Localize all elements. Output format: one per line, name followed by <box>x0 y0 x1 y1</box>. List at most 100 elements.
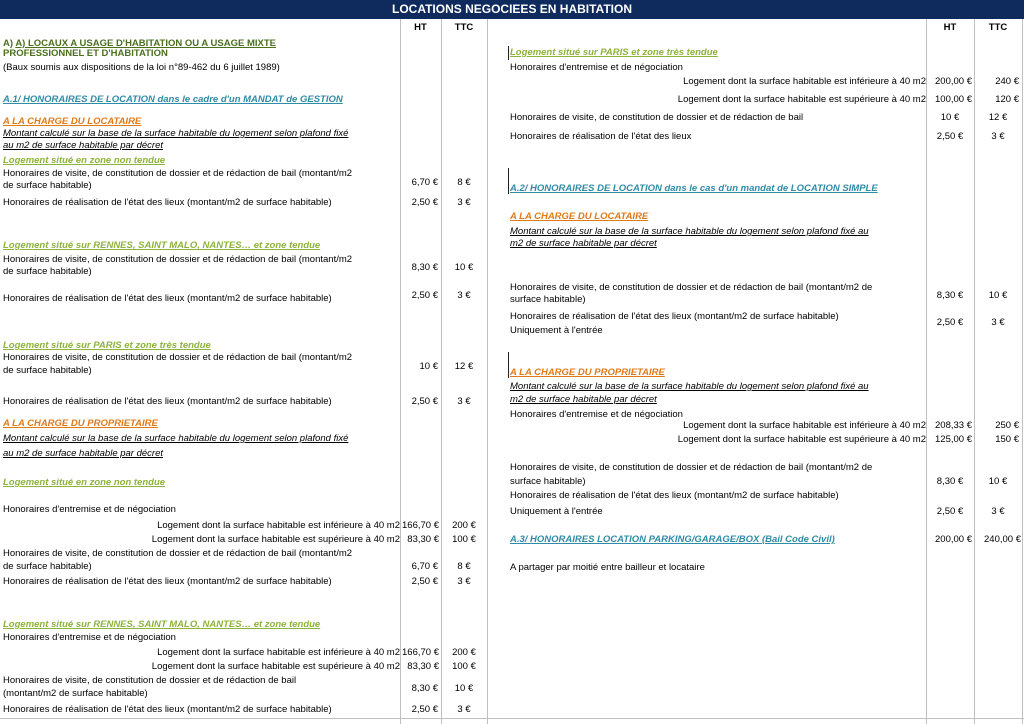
bottom-border <box>0 718 1024 719</box>
fee-label: de surface habitable) <box>3 180 92 191</box>
section-a3-title: A.3/ HONORAIRES LOCATION PARKING/GARAGE/… <box>510 534 835 545</box>
column-divider <box>441 19 442 724</box>
fee-ht: 125,00 € <box>935 434 972 445</box>
fee-label: Honoraires d'entremise et de négociation <box>3 632 176 643</box>
note-line: Montant calculé sur la base de la surfac… <box>3 433 349 444</box>
fee-ttc: 12 € <box>988 112 1008 123</box>
fee-ht: 2,50 € <box>936 317 964 328</box>
charge-proprietaire-heading: A LA CHARGE DU PROPRIETAIRE <box>3 418 158 429</box>
fee-ttc: 240,00 € <box>984 534 1021 545</box>
header-ttc: TTC <box>988 22 1008 33</box>
fee-ttc: 3 € <box>457 197 471 208</box>
fee-ht: 2,50 € <box>411 576 438 587</box>
column-divider <box>487 19 488 724</box>
fee-ttc: 12 € <box>454 361 474 372</box>
fee-ttc: 150 € <box>995 434 1019 445</box>
fee-ttc: 10 € <box>988 290 1008 301</box>
fee-label: A partager par moitié entre bailleur et … <box>510 562 705 573</box>
zone-heading: Logement situé sur RENNES, SAINT MALO, N… <box>3 240 321 251</box>
page-title-banner: LOCATIONS NEGOCIEES EN HABITATION <box>0 0 1024 19</box>
fee-ttc: 200 € <box>452 647 476 658</box>
fee-ht: 10 € <box>940 112 960 123</box>
cell-marker <box>508 352 509 378</box>
fee-label: (montant/m2 de surface habitable) <box>3 688 148 699</box>
fee-label: Honoraires de réalisation de l'état des … <box>3 396 332 407</box>
note-line: au m2 de surface habitable par décret <box>3 140 164 151</box>
fee-ht: 200,00 € <box>935 76 972 87</box>
fee-ttc: 10 € <box>454 262 474 273</box>
column-divider <box>974 19 975 724</box>
section-a1-title: A.1/ HONORAIRES DE LOCATION dans le cadr… <box>3 94 343 105</box>
note-line: Montant calculé sur la base de la surfac… <box>3 128 349 139</box>
fee-ht: 83,30 € <box>407 661 439 672</box>
fee-ttc: 120 € <box>995 94 1019 105</box>
fee-ttc: 240 € <box>995 76 1019 87</box>
zone-heading: Logement situé en zone non tendue <box>3 477 166 488</box>
fee-label: Logement dont la surface habitable est i… <box>157 520 400 531</box>
column-divider <box>926 19 927 724</box>
fee-label: Honoraires de réalisation de l'état des … <box>3 576 332 587</box>
fee-label: Honoraires de visite, de constitution de… <box>510 282 873 293</box>
law-reference: (Baux soumis aux dispositions de la loi … <box>3 62 280 73</box>
fee-ht: 8,30 € <box>936 476 964 487</box>
fee-label: Honoraires de visite, de constitution de… <box>3 352 353 363</box>
fee-ht: 166,70 € <box>402 520 439 531</box>
fee-ht: 8,30 € <box>936 290 964 301</box>
fee-label: Logement dont la surface habitable est s… <box>677 94 926 105</box>
fee-ttc: 3 € <box>991 506 1005 517</box>
fee-ttc: 3 € <box>457 396 471 407</box>
note-line: Montant calculé sur la base de la surfac… <box>510 226 869 237</box>
fee-ht: 2,50 € <box>411 704 438 715</box>
zone-heading: Logement situé en zone non tendue <box>3 155 166 166</box>
fee-label: de surface habitable) <box>3 266 92 277</box>
fee-ttc: 100 € <box>452 661 476 672</box>
fee-ttc: 10 € <box>988 476 1008 487</box>
fee-label: Logement dont la surface habitable est i… <box>683 76 926 87</box>
fee-label: Honoraires de réalisation de l'état des … <box>3 293 332 304</box>
fee-label: Logement dont la surface habitable est s… <box>151 534 400 545</box>
fee-ttc: 3 € <box>991 131 1005 142</box>
fee-ht: 166,70 € <box>402 647 439 658</box>
fee-label: Uniquement à l'entrée <box>510 325 603 336</box>
fee-ttc: 3 € <box>457 290 471 301</box>
fee-label: Logement dont la surface habitable est s… <box>151 661 400 672</box>
fee-label: Logement dont la surface habitable est s… <box>677 434 926 445</box>
fee-ht: 10 € <box>419 361 439 372</box>
fee-ht: 208,33 € <box>935 420 972 431</box>
fee-ht: 6,70 € <box>411 561 438 572</box>
fee-label: surface habitable) <box>510 294 586 305</box>
fee-label: Honoraires d'entremise et de négociation <box>510 409 683 420</box>
fee-label: Honoraires de visite, de constitution de… <box>3 548 353 559</box>
fee-label: Honoraires de réalisation de l'état des … <box>510 131 692 142</box>
header-ht: HT <box>943 22 957 33</box>
section-a-title-text: A) LOCAUX A USAGE D'HABITATION OU A USAG… <box>15 38 277 49</box>
header-ttc: TTC <box>454 22 474 33</box>
fee-label: Honoraires de visite, de constitution de… <box>3 675 297 686</box>
cell-marker <box>508 46 509 60</box>
fee-ttc: 100 € <box>452 534 476 545</box>
fee-label: de surface habitable) <box>3 365 92 376</box>
fee-ht: 8,30 € <box>411 683 438 694</box>
zone-heading: Logement situé sur PARIS et zone très te… <box>510 47 718 58</box>
charge-locataire-heading: A LA CHARGE DU LOCATAIRE <box>510 211 649 222</box>
fee-label: Uniquement à l'entrée <box>510 506 603 517</box>
fee-label: Honoraires d'entremise et de négociation <box>3 504 176 515</box>
fee-label: surface habitable) <box>510 476 586 487</box>
fee-ttc: 250 € <box>995 420 1019 431</box>
zone-heading: Logement situé sur RENNES, SAINT MALO, N… <box>3 619 321 630</box>
fee-ht: 2,50 € <box>411 197 438 208</box>
fee-ttc: 200 € <box>452 520 476 531</box>
fee-ht: 2,50 € <box>936 131 964 142</box>
column-divider <box>400 19 401 724</box>
fee-label: de surface habitable) <box>3 561 92 572</box>
note-line: Montant calculé sur la base de la surfac… <box>510 381 869 392</box>
section-a-title: A) A) LOCAUX A USAGE D'HABITATION OU A U… <box>3 38 277 49</box>
fee-label: Honoraires d'entremise et de négociation <box>510 62 683 73</box>
note-line: m2 de surface habitable par décret <box>510 238 657 249</box>
fee-label: Honoraires de visite, de constitution de… <box>3 168 353 179</box>
fee-label: Logement dont la surface habitable est i… <box>157 647 400 658</box>
fee-ttc: 8 € <box>457 177 471 188</box>
fee-ttc: 3 € <box>991 317 1005 328</box>
header-ht: HT <box>414 22 427 33</box>
